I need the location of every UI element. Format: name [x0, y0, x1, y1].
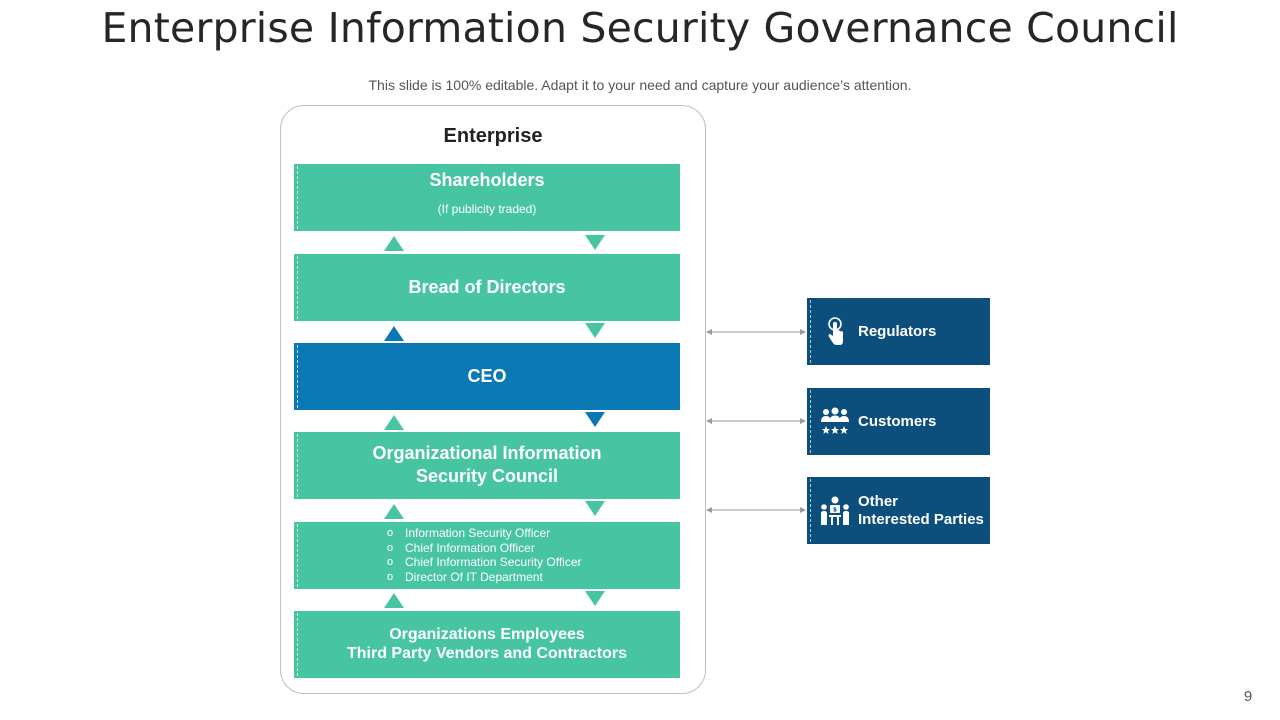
slide-subtitle: This slide is 100% editable. Adapt it to…: [368, 77, 912, 93]
security-council-box: Organizational Information Security Coun…: [294, 432, 680, 499]
arrow-down-icon: [585, 591, 605, 606]
enterprise-label: Enterprise: [443, 125, 543, 147]
list-item: Director Of IT Department: [387, 570, 680, 585]
double-arrow-connector: [706, 418, 806, 424]
board-title: Bread of Directors: [408, 277, 566, 297]
arrow-up-icon: [384, 236, 404, 251]
arrow-up-icon: [384, 415, 404, 430]
shareholders-title: Shareholders: [429, 170, 545, 190]
svg-text:$: $: [833, 507, 837, 514]
regulators-label: Regulators: [858, 322, 937, 340]
page-number: 9: [1243, 688, 1253, 705]
arrow-down-icon: [585, 323, 605, 338]
double-arrow-connector: [706, 329, 806, 335]
list-item: Chief Information Security Officer: [387, 555, 680, 570]
employees-box: Organizations Employees Third Party Vend…: [294, 611, 680, 678]
enterprise-container: [280, 105, 706, 694]
officers-list: Information Security Officer Chief Infor…: [294, 522, 680, 584]
list-item: Chief Information Officer: [387, 541, 680, 556]
board-of-directors-box: Bread of Directors: [294, 254, 680, 321]
shareholders-box: Shareholders (If publicity traded): [294, 164, 680, 231]
arrow-down-icon: [585, 412, 605, 427]
security-council-title: Organizational Information Security Coun…: [372, 443, 602, 486]
customers-box: Customers: [807, 388, 990, 455]
double-arrow-connector: [706, 507, 806, 513]
customers-rating-icon: [821, 407, 849, 434]
slide-title: Enterprise Information Security Governan…: [101, 4, 1179, 52]
arrow-up-icon: [384, 326, 404, 341]
ceo-title: CEO: [467, 366, 507, 386]
ceo-box: CEO: [294, 343, 680, 410]
arrow-down-icon: [585, 235, 605, 250]
arrow-up-icon: [384, 593, 404, 608]
shareholders-note: (If publicity traded): [437, 202, 537, 216]
regulators-box: Regulators: [807, 298, 990, 365]
other-parties-box: $ Other Interested Parties: [807, 477, 990, 544]
list-item: Information Security Officer: [387, 526, 680, 541]
employees-title: Organizations Employees Third Party Vend…: [346, 626, 628, 662]
officers-box: Information Security Officer Chief Infor…: [294, 522, 680, 589]
arrow-up-icon: [384, 504, 404, 519]
hand-pointer-icon: [828, 317, 843, 345]
other-parties-label: Other Interested Parties: [858, 492, 984, 528]
arrow-down-icon: [585, 501, 605, 516]
meeting-group-icon: $: [821, 496, 849, 525]
customers-label: Customers: [858, 412, 937, 430]
